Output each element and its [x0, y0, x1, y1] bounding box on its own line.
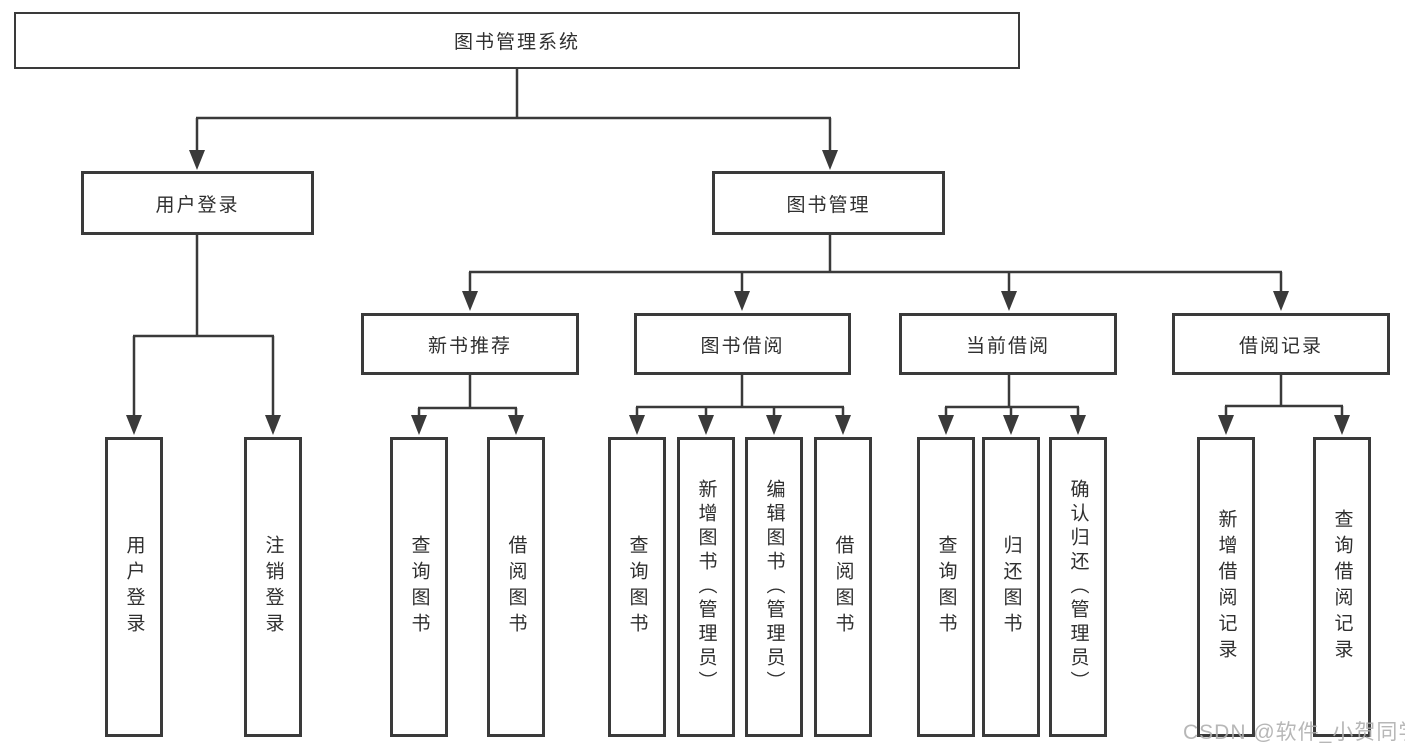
node-book-management-label: 图书管理 [786, 194, 871, 216]
leaf-query-books-current: 查询图书 [917, 437, 975, 737]
node-new-book-recommend-label: 新书推荐 [427, 335, 512, 357]
leaf-add-borrow-record-label: 新增借阅记录 [1215, 509, 1237, 665]
leaf-query-books-current-label: 查询图书 [935, 535, 957, 639]
leaf-borrow-books-borrow-label: 借阅图书 [832, 535, 854, 639]
arrow-down-icon [1003, 415, 1019, 435]
node-book-management: 图书管理 [712, 171, 945, 235]
arrow-down-icon [1273, 291, 1289, 311]
leaf-edit-book-admin-label: 编辑图书（管理员） [763, 479, 785, 695]
leaf-add-borrow-record: 新增借阅记录 [1197, 437, 1255, 737]
node-root-label: 图书管理系统 [453, 32, 580, 53]
arrow-down-icon [411, 415, 427, 435]
node-user-login: 用户登录 [81, 171, 314, 235]
leaf-add-book-admin: 新增图书（管理员） [677, 437, 735, 737]
arrow-down-icon [1001, 291, 1017, 311]
connector-lines [132, 69, 1344, 417]
leaf-query-books-borrow: 查询图书 [608, 437, 666, 737]
arrow-down-icon [462, 291, 478, 311]
leaf-query-books-recommend-label: 查询图书 [408, 535, 430, 639]
watermark-text: CSDN @软件_小贺同学 [1183, 721, 1405, 744]
leaf-borrow-books-recommend: 借阅图书 [487, 437, 545, 737]
leaf-borrow-books-recommend-label: 借阅图书 [505, 535, 527, 639]
arrow-down-icon [698, 415, 714, 435]
leaf-query-borrow-record-label: 查询借阅记录 [1331, 509, 1353, 665]
node-book-borrow: 图书借阅 [634, 313, 851, 375]
node-current-borrow-label: 当前借阅 [965, 335, 1050, 357]
leaf-return-books-label: 归还图书 [1000, 535, 1022, 639]
leaf-logout: 注销登录 [244, 437, 302, 737]
leaf-query-books-borrow-label: 查询图书 [626, 535, 648, 639]
leaf-return-books: 归还图书 [982, 437, 1040, 737]
leaf-confirm-return-admin-label: 确认归还（管理员） [1067, 479, 1089, 695]
arrow-down-icon [1070, 415, 1086, 435]
arrow-down-icon [126, 415, 142, 435]
arrow-down-icon [734, 291, 750, 311]
arrow-down-icon [938, 415, 954, 435]
leaf-query-borrow-record: 查询借阅记录 [1313, 437, 1371, 737]
node-current-borrow: 当前借阅 [899, 313, 1117, 375]
arrow-down-icon [265, 415, 281, 435]
node-root: 图书管理系统 [14, 12, 1020, 69]
arrowheads [126, 150, 1350, 435]
leaf-borrow-books-borrow: 借阅图书 [814, 437, 872, 737]
arrow-down-icon [508, 415, 524, 435]
node-borrow-records-label: 借阅记录 [1238, 335, 1323, 357]
arrow-down-icon [1218, 415, 1234, 435]
leaf-user-login: 用户登录 [105, 437, 163, 737]
leaf-edit-book-admin: 编辑图书（管理员） [745, 437, 803, 737]
arrow-down-icon [629, 415, 645, 435]
arrow-down-icon [822, 150, 838, 170]
arrow-down-icon [766, 415, 782, 435]
arrow-down-icon [1334, 415, 1350, 435]
node-user-login-label: 用户登录 [155, 194, 240, 216]
leaf-user-login-label: 用户登录 [123, 535, 145, 639]
node-borrow-records: 借阅记录 [1172, 313, 1390, 375]
leaf-confirm-return-admin: 确认归还（管理员） [1049, 437, 1107, 737]
leaf-query-books-recommend: 查询图书 [390, 437, 448, 737]
arrow-down-icon [835, 415, 851, 435]
arrow-down-icon [189, 150, 205, 170]
leaf-logout-label: 注销登录 [262, 535, 284, 639]
node-new-book-recommend: 新书推荐 [361, 313, 579, 375]
node-book-borrow-label: 图书借阅 [700, 335, 785, 357]
leaf-add-book-admin-label: 新增图书（管理员） [695, 479, 717, 695]
